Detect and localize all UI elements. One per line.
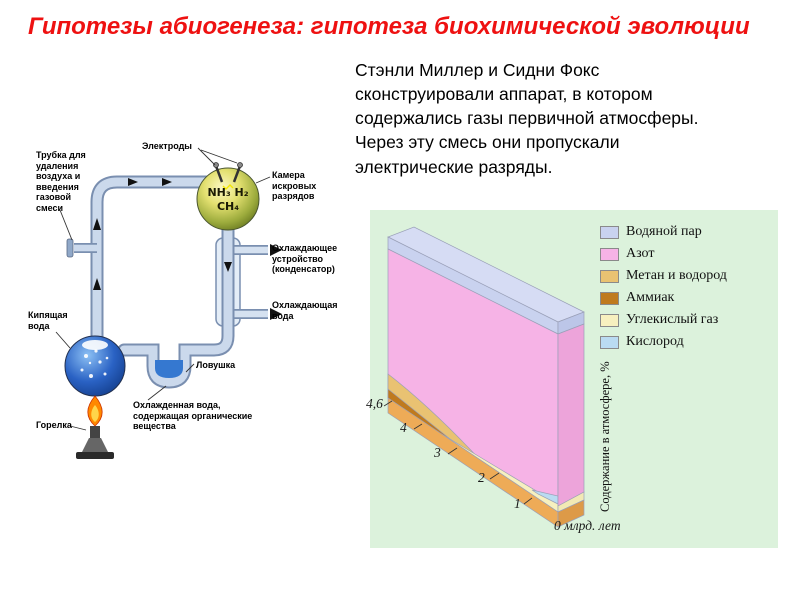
- label-pointer-lines: [55, 147, 271, 431]
- label-spark-chamber: Камера искровых разрядов: [272, 170, 317, 202]
- y-axis-label: Содержание в атмосфере, %: [598, 361, 612, 512]
- band-bottom-side: [557, 499, 585, 528]
- x-tick: 3: [434, 445, 441, 460]
- legend-label: Водяной пар: [626, 224, 702, 239]
- x-tick: 4,6: [366, 396, 383, 411]
- legend-label: Метан и водород: [626, 268, 727, 283]
- legend-swatch-co2: [600, 313, 619, 327]
- electrodes-icon: [213, 162, 243, 190]
- label-condenser: Охлаждающее устройство (конденсатор): [272, 243, 338, 275]
- legend-item: Кислород: [600, 334, 727, 350]
- legend-item: Азот: [600, 246, 727, 262]
- label-electrodes: Электроды: [142, 141, 192, 151]
- label-cooling-water: Охлаждающая вода: [272, 300, 338, 321]
- x-tick: 1: [514, 496, 521, 511]
- x-tick-lines: [383, 400, 533, 505]
- atmosphere-chart: [383, 226, 585, 528]
- legend-item: Метан и водород: [600, 268, 727, 284]
- label-cooled-water: Охлажденная вода, содержащая органически…: [133, 400, 253, 432]
- gas-formula-label: NH₃ H₂ CH₄: [207, 186, 249, 213]
- label-inlet-tube: Трубка для удаления воздуха и введения г…: [36, 150, 86, 214]
- trap-water: [155, 360, 183, 378]
- x-tick: 4: [400, 420, 407, 435]
- flow-arrows: [93, 178, 282, 320]
- burner: [76, 395, 114, 459]
- legend-swatch-water-vapor: [600, 225, 619, 239]
- legend-item: Углекислый газ: [600, 312, 727, 328]
- legend-item: Водяной пар: [600, 224, 727, 240]
- legend-label: Углекислый газ: [626, 312, 719, 327]
- tube-system: [90, 175, 235, 389]
- face-side-nitrogen: [557, 323, 585, 507]
- atmosphere-chart-panel: 4,6 4 3 2 1 0 млрд. лет Содержание в атм…: [366, 210, 778, 548]
- legend-label: Кислород: [626, 334, 684, 349]
- apparatus-diagram: [55, 147, 282, 459]
- legend-label: Аммиак: [626, 290, 675, 305]
- label-trap: Ловушка: [196, 360, 236, 370]
- body-text: Стэнли Миллер и Сидни Фокс сконструирова…: [355, 60, 699, 177]
- legend-swatch-nitrogen: [600, 247, 619, 261]
- spark-chamber: [196, 162, 260, 231]
- slide-title: Гипотезы абиогенеза: гипотеза биохимичес…: [28, 13, 750, 40]
- x-tick: 2: [478, 470, 485, 485]
- valve: [66, 238, 97, 258]
- label-burner: Горелка: [36, 420, 72, 430]
- label-boiling-water: Кипящая вода: [28, 310, 68, 331]
- x-tick: 0 млрд. лет: [554, 518, 621, 533]
- legend-swatch-ammonia: [600, 291, 619, 305]
- legend-swatch-oxygen: [600, 335, 619, 349]
- chart-legend: Водяной пар Азот Метан и водород Аммиак …: [600, 224, 727, 356]
- legend-label: Азот: [626, 246, 655, 261]
- boiling-flask: [64, 335, 126, 397]
- legend-item: Аммиак: [600, 290, 727, 306]
- legend-swatch-methane-hydrogen: [600, 269, 619, 283]
